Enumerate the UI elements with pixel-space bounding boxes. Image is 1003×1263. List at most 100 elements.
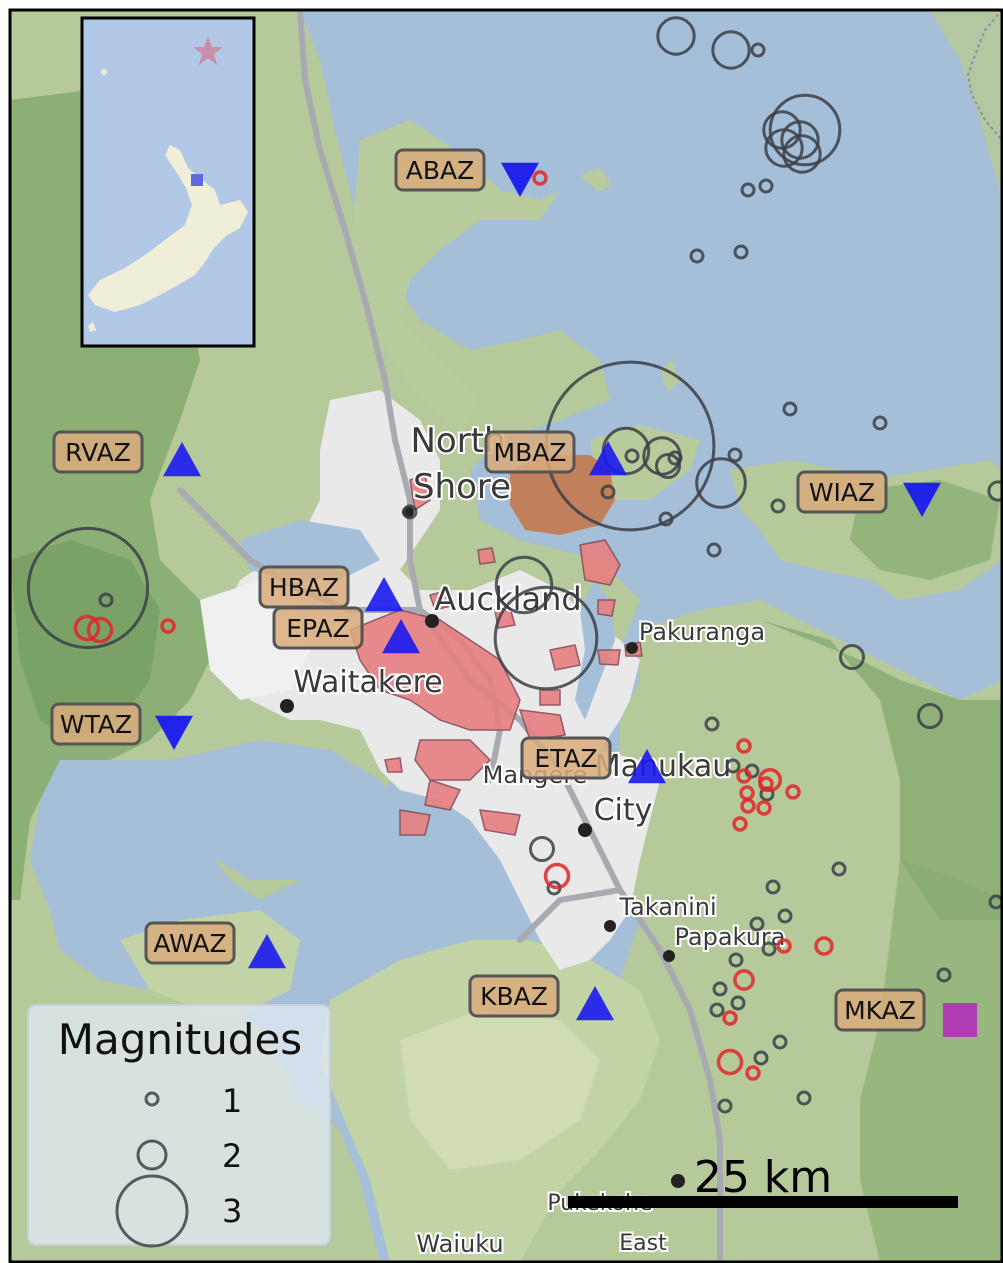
event-marker xyxy=(758,178,774,194)
event-marker xyxy=(689,248,705,264)
station-marker xyxy=(943,1003,977,1037)
station-marker xyxy=(903,482,941,517)
scale-bar-label: 25 km xyxy=(694,1152,832,1203)
event-marker xyxy=(711,30,751,70)
station-label-box xyxy=(144,921,236,965)
station-abaz: ABAZ xyxy=(394,148,539,197)
station-epaz: EPAZ xyxy=(272,606,420,654)
station-marker xyxy=(365,577,403,612)
station-label: EPAZ xyxy=(286,614,350,643)
event-marker xyxy=(753,1050,769,1066)
event-marker-red xyxy=(160,618,176,634)
harbour-inlet xyxy=(240,520,380,580)
event-marker xyxy=(600,484,616,500)
station-awaz: AWAZ xyxy=(144,921,286,969)
event-marker xyxy=(777,908,793,924)
event-marker xyxy=(727,447,743,463)
event-marker-red xyxy=(758,776,774,792)
map-frame xyxy=(8,8,1003,1263)
station-label-box xyxy=(520,736,612,780)
event-marker xyxy=(494,555,554,615)
station-mbaz: MBAZ xyxy=(484,430,627,476)
place-label: Takanini xyxy=(618,893,716,921)
event-marker xyxy=(728,952,744,968)
event-marker xyxy=(529,836,555,862)
station-label: HBAZ xyxy=(269,573,339,602)
station-label: WIAZ xyxy=(809,478,875,507)
event-marker xyxy=(762,110,802,150)
event-marker xyxy=(704,716,720,732)
station-label-box xyxy=(468,974,560,1018)
inset-star-marker xyxy=(193,37,223,65)
event-marker xyxy=(796,1090,812,1106)
station-marker xyxy=(163,442,201,477)
event-marker-red xyxy=(722,1010,738,1026)
place-label: City xyxy=(594,793,653,828)
station-label: RVAZ xyxy=(65,438,131,467)
station-label: ABAZ xyxy=(406,156,474,185)
event-marker xyxy=(740,182,756,198)
event-marker-red xyxy=(543,862,571,890)
event-marker xyxy=(733,244,749,260)
event-marker xyxy=(706,542,722,558)
event-marker xyxy=(770,498,786,514)
event-marker-red xyxy=(736,768,752,784)
place-label: Papakura xyxy=(675,923,786,951)
event-marker xyxy=(98,592,114,608)
event-marker-red xyxy=(814,936,834,956)
station-marker xyxy=(628,749,666,784)
legend-symbol-2 xyxy=(136,1139,168,1171)
event-marker xyxy=(772,1034,788,1050)
legend-symbol-1 xyxy=(144,1091,160,1107)
event-marker-red xyxy=(736,738,752,754)
event-marker xyxy=(658,511,674,527)
event-marker xyxy=(764,128,804,168)
place-label: Waiuku xyxy=(416,1230,503,1258)
station-label: ETAZ xyxy=(534,744,597,773)
event-marker-red xyxy=(740,798,756,814)
station-etaz: ETAZ xyxy=(520,736,666,784)
earthquake-events-black xyxy=(26,16,1002,1114)
station-label-box xyxy=(272,606,364,650)
event-marker xyxy=(936,967,952,983)
station-hbaz: HBAZ xyxy=(258,565,403,612)
event-marker xyxy=(917,703,943,729)
station-label: MKAZ xyxy=(844,996,916,1025)
place-label: Waitakere xyxy=(293,665,443,700)
station-marker xyxy=(155,715,193,750)
event-marker xyxy=(750,42,766,58)
station-marker xyxy=(589,441,627,476)
event-marker-red xyxy=(785,784,801,800)
legend-title: Magnitudes xyxy=(58,1015,302,1064)
event-marker xyxy=(695,457,747,509)
manukau-harbour xyxy=(170,740,400,880)
earthquake-events-red xyxy=(73,170,834,1081)
event-marker xyxy=(782,134,822,174)
event-marker xyxy=(988,894,1002,910)
station-marker xyxy=(382,619,420,654)
event-marker-red xyxy=(732,816,748,832)
event-marker xyxy=(768,93,842,167)
event-marker-red xyxy=(776,938,792,954)
event-marker xyxy=(26,526,150,650)
station-label-box xyxy=(796,470,888,514)
event-marker-red xyxy=(733,969,755,991)
station-label-box xyxy=(484,430,576,474)
event-marker xyxy=(730,995,746,1011)
event-marker-red xyxy=(86,616,114,644)
event-marker xyxy=(839,644,865,670)
inset-new-zealand xyxy=(88,145,248,312)
station-kbaz: KBAZ xyxy=(468,974,614,1021)
event-marker-red xyxy=(532,170,548,186)
station-label: MBAZ xyxy=(494,438,567,467)
event-marker xyxy=(717,1098,733,1114)
place-label: Pakuranga xyxy=(639,618,765,646)
event-marker xyxy=(831,861,847,877)
inset-study-area-marker xyxy=(191,174,203,186)
station-label: KBAZ xyxy=(480,982,548,1011)
event-marker xyxy=(759,786,775,802)
event-marker xyxy=(725,758,741,774)
event-marker xyxy=(749,916,765,932)
station-label: WTAZ xyxy=(60,710,132,739)
